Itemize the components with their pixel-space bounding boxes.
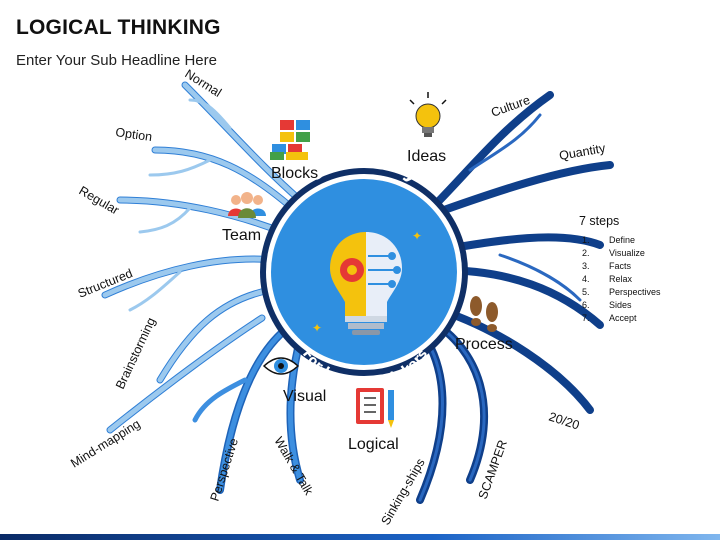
step-number: 2.	[582, 248, 590, 258]
seven-steps-heading: 7 steps	[579, 214, 619, 228]
branch-label-brainstorming: Brainstorming	[113, 315, 158, 391]
branch-label-normal: Normal	[182, 67, 224, 100]
branch-label-regular: Regular	[77, 183, 122, 217]
step-text: Perspectives	[609, 287, 661, 297]
idea-bulb-icon	[409, 92, 447, 137]
footer-bar	[0, 534, 720, 540]
branch-label-mind-mapping: Mind-mapping	[68, 417, 143, 471]
page-subtitle: Enter Your Sub Headline Here	[16, 52, 217, 69]
step-text: Facts	[609, 261, 632, 271]
branch-label-perspective: Perspective	[208, 436, 242, 502]
bottom-left-branches	[192, 326, 304, 494]
step-number: 1.	[582, 235, 590, 245]
step-text: Accept	[609, 313, 637, 323]
team-icon	[228, 192, 266, 218]
step-text: Visualize	[609, 248, 645, 258]
step-text: Sides	[609, 300, 632, 310]
step-number: 5.	[582, 287, 590, 297]
lightbulb-gear-icon	[330, 232, 402, 335]
step-number: 6.	[582, 300, 590, 310]
step-number: 3.	[582, 261, 590, 271]
section-label-process: Process	[455, 336, 513, 353]
footprints-icon	[470, 296, 498, 332]
branch-label-option: Option	[115, 125, 153, 144]
blocks-icon	[270, 120, 310, 160]
seven-steps-list: 7 steps 1. Define 2. Visualize 3. Facts …	[579, 214, 661, 323]
step-text: Relax	[609, 274, 633, 284]
step-text: Define	[609, 235, 635, 245]
section-label-ideas: Ideas	[407, 148, 446, 165]
branch-label-20-20: 20/20	[547, 410, 581, 433]
eye-icon	[262, 357, 300, 375]
sparkle-icon: ✦	[312, 321, 322, 335]
section-label-visual: Visual	[283, 388, 326, 405]
checklist-icon	[356, 388, 394, 428]
creativity-hub: Creativity For Logical Thinkers ✦ ✦	[260, 143, 468, 391]
page-title: LOGICAL THINKING	[16, 16, 221, 39]
section-label-team: Team	[222, 227, 261, 244]
branch-label-quantity: Quantity	[558, 141, 607, 163]
section-label-logical: Logical	[348, 436, 399, 453]
step-number: 7.	[582, 313, 590, 323]
step-number: 4.	[582, 274, 590, 284]
sparkle-icon: ✦	[412, 229, 422, 243]
section-label-blocks: Blocks	[271, 165, 318, 182]
